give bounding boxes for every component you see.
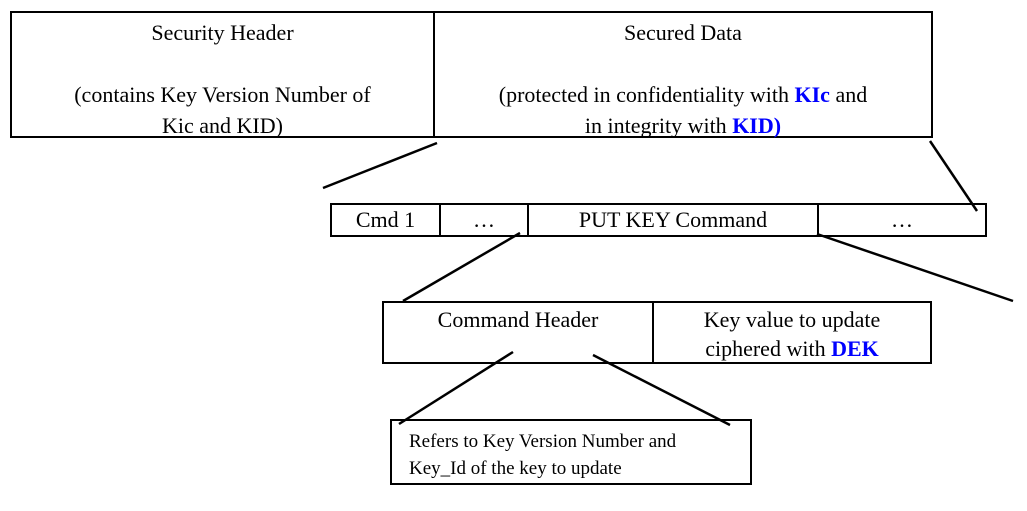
connector-security-to-row <box>322 141 438 190</box>
cmd1-cell: Cmd 1 <box>355 207 416 232</box>
put-key-command-cell: PUT KEY Command <box>527 205 817 235</box>
command-detail-row: Command Header Key value to update ciphe… <box>382 301 932 364</box>
command-header-label: Command Header <box>437 307 599 332</box>
security-header-box: Security Header (contains Key Version Nu… <box>10 11 435 138</box>
secured-data-box: Secured Data (protected in confidentiali… <box>433 11 933 138</box>
command-header-cell: Command Header <box>384 303 652 362</box>
connector-header-to-note-right <box>592 353 731 427</box>
dek-keyword: DEK <box>831 336 879 361</box>
spacer <box>435 48 931 79</box>
secured-data-line1: (protected in confidentiality with KIc a… <box>435 79 931 110</box>
key-value-line2-text: ciphered with <box>705 336 832 361</box>
secured-data-line1-suffix: and <box>829 82 868 107</box>
connector-row-to-command-header <box>402 231 521 303</box>
command-sequence-row: Cmd 1 … PUT KEY Command … <box>330 203 987 237</box>
security-header-title: Security Header <box>151 20 294 45</box>
secured-data-line2-text: in integrity with <box>584 113 733 138</box>
secured-data-line1-text: (protected in confidentiality with <box>498 82 795 107</box>
note-line2: Key_Id of the key to update <box>409 458 622 479</box>
key-value-cell: Key value to update ciphered with DEK <box>652 303 930 362</box>
key-value-line2: ciphered with DEK <box>654 334 930 363</box>
security-header-line1: (contains Key Version Number of <box>74 82 371 107</box>
secured-data-line2: in integrity with KID) <box>435 110 931 141</box>
ellipsis-left-cell: … <box>439 205 527 235</box>
connector-row-to-right <box>816 232 1014 303</box>
note-line1: Refers to Key Version Number and <box>409 431 677 452</box>
spacer <box>12 48 433 79</box>
kid-keyword: KID) <box>732 113 782 138</box>
ellipsis-right-cell: … <box>817 205 985 235</box>
security-header-line2: Kic and KID) <box>162 113 283 138</box>
secured-data-title: Secured Data <box>624 20 742 45</box>
kic-keyword: KIc <box>794 82 830 107</box>
note-box: Refers to Key Version Number and Key_Id … <box>390 419 752 485</box>
key-value-line1: Key value to update <box>703 307 881 332</box>
connector-secured-to-row <box>928 140 979 212</box>
